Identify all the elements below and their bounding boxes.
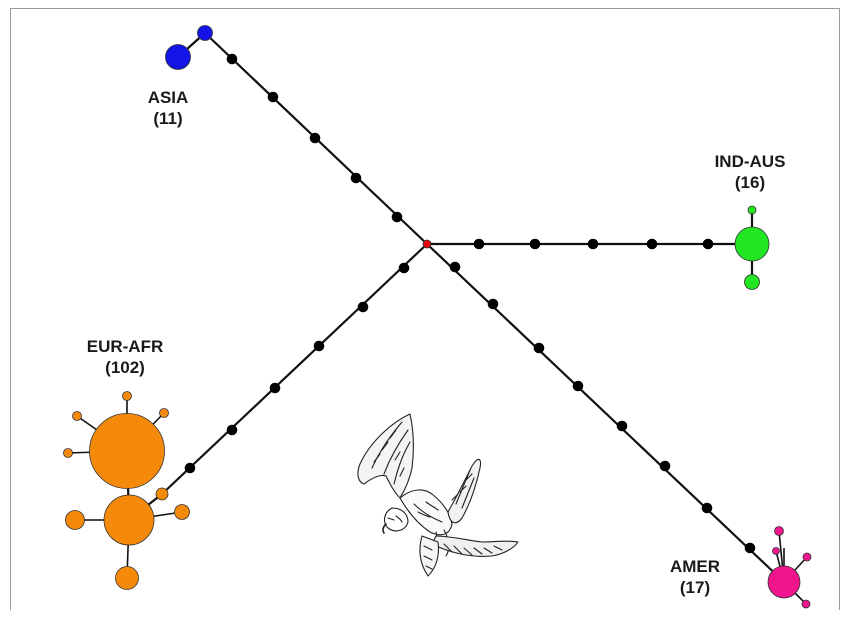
ind-aus-haplotype-node xyxy=(747,205,757,215)
median-vector-node xyxy=(391,211,403,223)
amer-count: (17) xyxy=(679,578,711,597)
median-vector-node xyxy=(701,502,713,514)
median-vector-node xyxy=(487,298,499,310)
eur-afr-haplotype-node xyxy=(103,494,155,546)
median-vector-node xyxy=(350,172,362,184)
median-vector-node xyxy=(226,53,238,65)
median-vector-node xyxy=(646,238,658,250)
asia-haplotype-node xyxy=(165,44,191,70)
median-vector-node xyxy=(309,132,321,144)
asia-count: (11) xyxy=(153,109,183,128)
median-vector-node xyxy=(529,238,541,250)
ind-aus-haplotype-node xyxy=(734,226,770,262)
eur-afr-haplotype-node xyxy=(174,504,190,520)
amer-haplotype-node xyxy=(772,547,780,555)
median-vector-node xyxy=(744,542,756,554)
median-vector-node xyxy=(572,380,584,392)
median-vector-node xyxy=(269,382,281,394)
median-vectors xyxy=(184,53,756,554)
median-vector-node xyxy=(313,340,325,352)
amer-name: AMER xyxy=(669,557,721,576)
eur-afr-haplotype-node xyxy=(89,413,165,489)
amer-label: AMER (17) xyxy=(640,556,750,598)
median-vector-node xyxy=(659,460,671,472)
eur-afr-haplotype-node xyxy=(115,566,139,590)
ind-aus-label: IND-AUS (16) xyxy=(695,151,805,193)
median-vector-node xyxy=(587,238,599,250)
eur-afr-haplotype-node xyxy=(65,510,85,530)
asia-haplotype-node xyxy=(197,25,213,41)
eur-afr-haplotype-node xyxy=(155,487,169,501)
asia-label: ASIA (11) xyxy=(113,87,223,129)
median-vector-node xyxy=(449,261,461,273)
eur-afr-count: (102) xyxy=(105,358,145,377)
median-vector-node xyxy=(398,262,410,274)
median-vector-node xyxy=(702,238,714,250)
edge-center-euraf xyxy=(161,243,428,495)
center-node xyxy=(422,239,432,249)
eur-afr-haplotypes xyxy=(63,391,190,590)
amer-haplotype-node xyxy=(774,526,784,536)
amer-haplotype-node xyxy=(802,552,812,562)
median-vector-node xyxy=(473,238,485,250)
eur-afr-haplotype-node xyxy=(72,411,82,421)
eur-afr-label: EUR-AFR (102) xyxy=(70,336,180,378)
ind-aus-count: (16) xyxy=(734,173,766,192)
median-vector-node xyxy=(267,91,279,103)
amer-haplotype-node xyxy=(801,599,811,609)
median-vector-node xyxy=(533,342,545,354)
median-vector-node xyxy=(616,420,628,432)
edge-center-amer xyxy=(426,243,785,583)
eur-afr-haplotype-node xyxy=(63,448,73,458)
ind-aus-name: IND-AUS xyxy=(714,152,786,171)
asia-haplotypes xyxy=(165,25,213,70)
median-vector-node xyxy=(184,462,196,474)
eur-afr-haplotype-node xyxy=(122,391,132,401)
ind-aus-haplotypes xyxy=(734,205,770,290)
ind-aus-haplotype-node xyxy=(744,274,760,290)
figure-frame xyxy=(10,8,840,610)
eur-afr-name: EUR-AFR xyxy=(86,337,164,356)
osprey-bird-sketch-icon xyxy=(357,413,519,577)
eur-afr-haplotype-node xyxy=(159,408,169,418)
amer-haplotype-node xyxy=(767,565,801,599)
median-vector-node xyxy=(357,301,369,313)
asia-name: ASIA xyxy=(147,88,189,107)
median-vector-node xyxy=(226,424,238,436)
amer-haplotypes xyxy=(767,526,812,609)
